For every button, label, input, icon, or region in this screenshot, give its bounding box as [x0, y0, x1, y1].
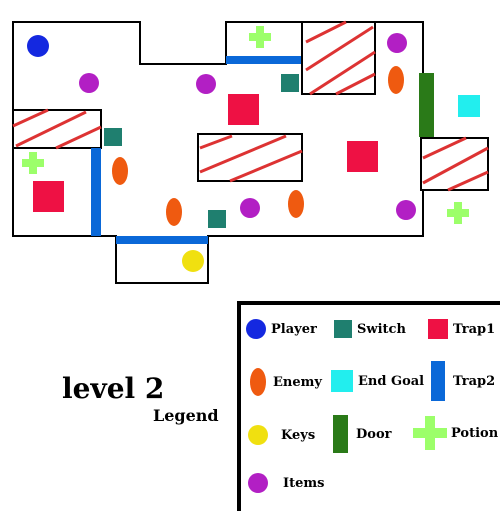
- trap1-icon: [33, 181, 64, 212]
- enemy-icon: [288, 190, 304, 218]
- trap2-icon: [431, 361, 445, 401]
- trap1-icon: [228, 94, 259, 125]
- end-goal-icon: [458, 95, 480, 117]
- legend-label: Door: [356, 426, 392, 442]
- legend-item-switch: Switch: [333, 319, 406, 339]
- item-icon: [79, 73, 99, 93]
- legend-item-items: Items: [247, 472, 324, 494]
- item-icon: [196, 74, 216, 94]
- trap2-bar: [226, 56, 301, 64]
- level-map: [12, 20, 489, 284]
- hazard-block-left: [12, 108, 102, 150]
- legend-item-end-goal: End Goal: [330, 369, 424, 393]
- player-icon: [27, 35, 49, 57]
- legend-item-keys: Keys: [247, 424, 315, 446]
- trap2-bar: [91, 148, 101, 236]
- switch-icon: [104, 128, 122, 146]
- potion-icon: [413, 416, 447, 450]
- hazard-block-right: [420, 136, 489, 192]
- legend-label: Enemy: [273, 374, 322, 390]
- item-icon: [248, 473, 268, 493]
- legend-title: Legend: [153, 406, 219, 425]
- trap2-bar: [116, 236, 208, 244]
- hazard-block-top: [301, 20, 376, 96]
- switch-icon: [208, 210, 226, 228]
- legend-panel: Player Switch Trap1 Enemy End Goal Trap2…: [237, 301, 500, 511]
- end-goal-icon: [331, 370, 353, 392]
- legend-item-trap2: Trap2: [427, 361, 495, 401]
- potion-icon: [22, 152, 44, 174]
- legend-label: End Goal: [358, 373, 425, 389]
- legend-item-enemy: Enemy: [247, 367, 322, 397]
- legend-item-trap1: Trap1: [427, 319, 495, 339]
- legend-label: Items: [283, 475, 325, 491]
- trap1-icon: [347, 141, 378, 172]
- switch-icon: [334, 320, 352, 338]
- enemy-icon: [388, 66, 404, 94]
- potion-icon: [249, 26, 271, 48]
- item-icon: [396, 200, 416, 220]
- legend-item-player: Player: [245, 318, 317, 340]
- legend-label: Trap1: [453, 321, 496, 337]
- enemy-icon: [112, 157, 128, 185]
- legend-item-potion: Potion: [413, 416, 498, 450]
- switch-icon: [281, 74, 299, 92]
- legend-item-door: Door: [330, 415, 391, 453]
- item-icon: [387, 33, 407, 53]
- trap1-icon: [428, 319, 448, 339]
- enemy-icon: [250, 368, 266, 396]
- door-icon: [419, 73, 434, 137]
- key-icon: [248, 425, 268, 445]
- hazard-block-center: [197, 133, 303, 183]
- legend-label: Trap2: [453, 373, 496, 389]
- item-icon: [240, 198, 260, 218]
- enemy-icon: [166, 198, 182, 226]
- potion-icon: [447, 202, 469, 224]
- key-icon: [182, 250, 204, 272]
- legend-label: Player: [271, 321, 317, 337]
- legend-label: Keys: [281, 427, 316, 443]
- door-icon: [333, 415, 348, 453]
- player-icon: [246, 319, 266, 339]
- legend-label: Potion: [451, 425, 499, 441]
- legend-label: Switch: [357, 321, 406, 337]
- level-title: level 2: [62, 372, 165, 405]
